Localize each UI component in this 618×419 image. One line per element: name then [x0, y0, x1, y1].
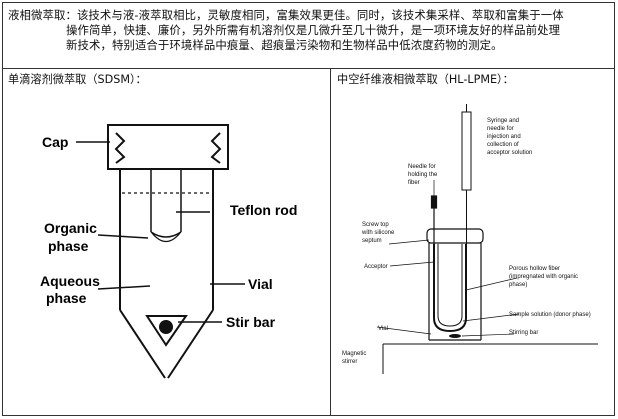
hollow-fiber-shape — [433, 244, 467, 333]
label-stirring-bar: Stirring bar — [509, 330, 538, 336]
label-acceptor: Acceptor — [364, 264, 388, 270]
row-divider — [2, 68, 615, 69]
label-needle-1: Needle for — [408, 164, 436, 170]
label-syringe-5: acceptor solution — [487, 150, 532, 156]
label-stir-bar: Stir bar — [226, 314, 276, 330]
label-screw-3: septum — [362, 238, 382, 244]
label-teflon-rod: Teflon rod — [230, 202, 297, 218]
label-screw-1: Screw top — [362, 222, 389, 228]
hollow-fiber-inner — [437, 244, 463, 327]
label-porous-2: (impregnated with organic — [509, 274, 578, 280]
label-porous-3: phase) — [509, 282, 527, 288]
label-porous-1: Porous hollow fiber — [509, 266, 560, 272]
label-needle-2: holding the — [408, 172, 438, 178]
intro-line-3: 新技术，特别适合于环境样品中痕量、超痕量污染物和生物样品中低浓度药物的测定。 — [66, 38, 503, 52]
cap-shape — [107, 124, 229, 170]
label-magnetic-2: stirrer — [342, 359, 357, 365]
label-magnetic-1: Magnetic — [342, 351, 366, 357]
label-organic-1: Organic — [44, 220, 97, 236]
label-syringe-2: needle for — [487, 126, 514, 132]
column-divider — [330, 68, 331, 416]
hl-lpme-diagram: Syringe and needle for injection and col… — [342, 104, 598, 374]
label-sample: Sample solution (donor phase) — [509, 312, 591, 318]
organic-drop — [151, 232, 181, 243]
intro-line-1: 液相微萃取：该技术与液-液萃取相比，灵敏度相同，富集效果更佳。同时，该技术集采样… — [8, 8, 564, 22]
label-organic-2: phase — [48, 238, 89, 254]
label-screw-2: with silicone — [361, 230, 395, 236]
intro-paragraph: 液相微萃取：该技术与液-液萃取相比，灵敏度相同，富集效果更佳。同时，该技术集采样… — [8, 8, 608, 53]
label-syringe-4: collection of — [487, 142, 519, 148]
label-aqueous-1: Aqueous — [40, 273, 100, 289]
sdsm-diagram: Cap Teflon rod Organic phase Aqueous pha… — [40, 124, 297, 379]
label-vial: Vial — [378, 326, 388, 332]
syringe-shape — [461, 104, 472, 244]
hl-lpme-title: 中空纤维液相微萃取（HL-LPME）： — [337, 73, 514, 86]
label-syringe-3: injection and — [487, 134, 521, 140]
teflon-rod-shape — [150, 169, 182, 238]
leader-lines — [76, 141, 245, 323]
label-needle-3: fiber — [408, 180, 420, 186]
vial-shape — [428, 243, 482, 341]
sdsm-title: 单滴溶剂微萃取（SDSM）： — [8, 73, 147, 86]
stirring-bar-shape — [449, 334, 461, 338]
holding-needle-shape — [430, 195, 438, 244]
label-cap: Cap — [42, 134, 68, 150]
label-syringe-1: Syringe and — [487, 118, 519, 124]
intro-line-2: 操作简单，快捷、廉价，另外所需有机溶剂仅是几微升至几十微升，是一项环境友好的样品… — [66, 23, 561, 37]
stir-bar-shape — [145, 315, 188, 347]
magnetic-stirrer-shape — [382, 343, 598, 374]
label-aqueous-2: phase — [46, 290, 87, 306]
leader-lines — [376, 180, 520, 337]
screw-top-shape — [426, 228, 484, 244]
vial-shape — [119, 169, 214, 379]
label-vial: Vial — [248, 276, 273, 292]
